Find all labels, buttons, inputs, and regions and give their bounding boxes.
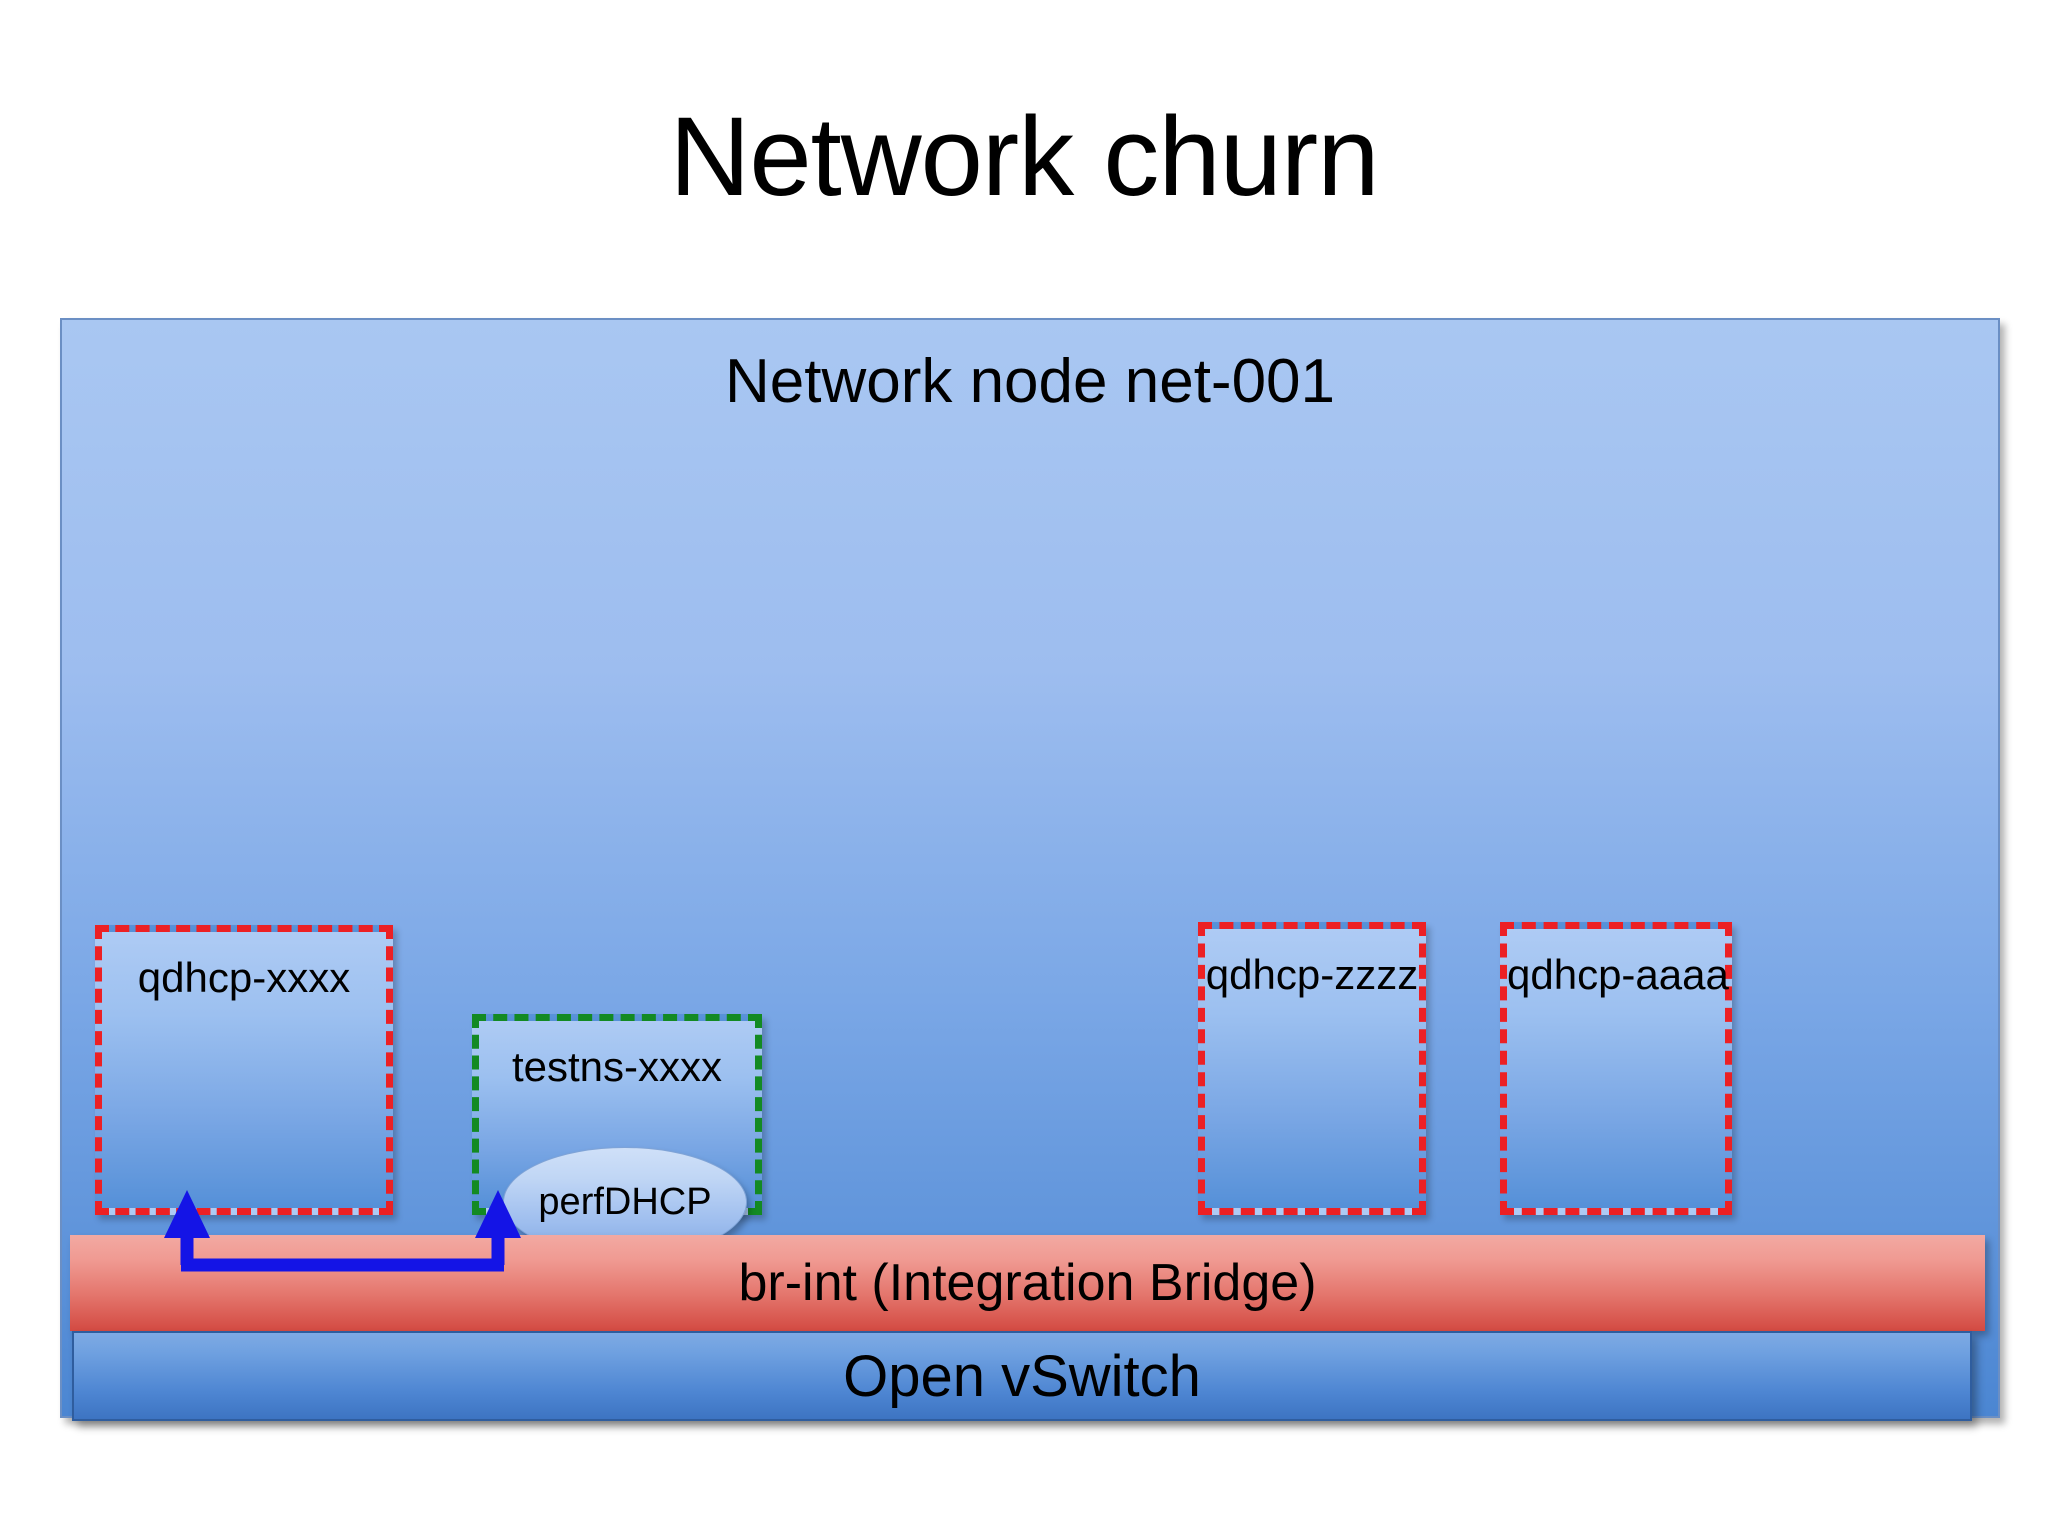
namespace-box-qdhcp-aaaa[interactable]: qdhcp-aaaa: [1500, 922, 1732, 1215]
process-label: perfDHCP: [538, 1180, 712, 1223]
namespace-label: qdhcp-aaaa: [1507, 951, 1729, 998]
namespace-box-testns-xxxx[interactable]: testns-xxxx perfDHCP: [472, 1014, 762, 1257]
page-title: Network churn: [669, 94, 1379, 219]
network-node-title: Network node net-001: [724, 347, 1336, 416]
namespace-box-qdhcp-zzzz[interactable]: qdhcp-zzzz: [1198, 922, 1426, 1215]
namespace-label: qdhcp-zzzz: [1205, 951, 1419, 998]
open-vswitch-bar[interactable]: Open vSwitch: [72, 1331, 1972, 1421]
open-vswitch-label: Open vSwitch: [843, 1343, 1201, 1409]
namespace-label: qdhcp-xxxx: [137, 954, 351, 1001]
br-int-bar[interactable]: br-int (Integration Bridge): [70, 1235, 1985, 1331]
br-int-label: br-int (Integration Bridge): [738, 1254, 1317, 1312]
namespace-label: testns-xxxx: [511, 1043, 723, 1090]
namespace-box-qdhcp-xxxx[interactable]: qdhcp-xxxx: [95, 925, 393, 1215]
